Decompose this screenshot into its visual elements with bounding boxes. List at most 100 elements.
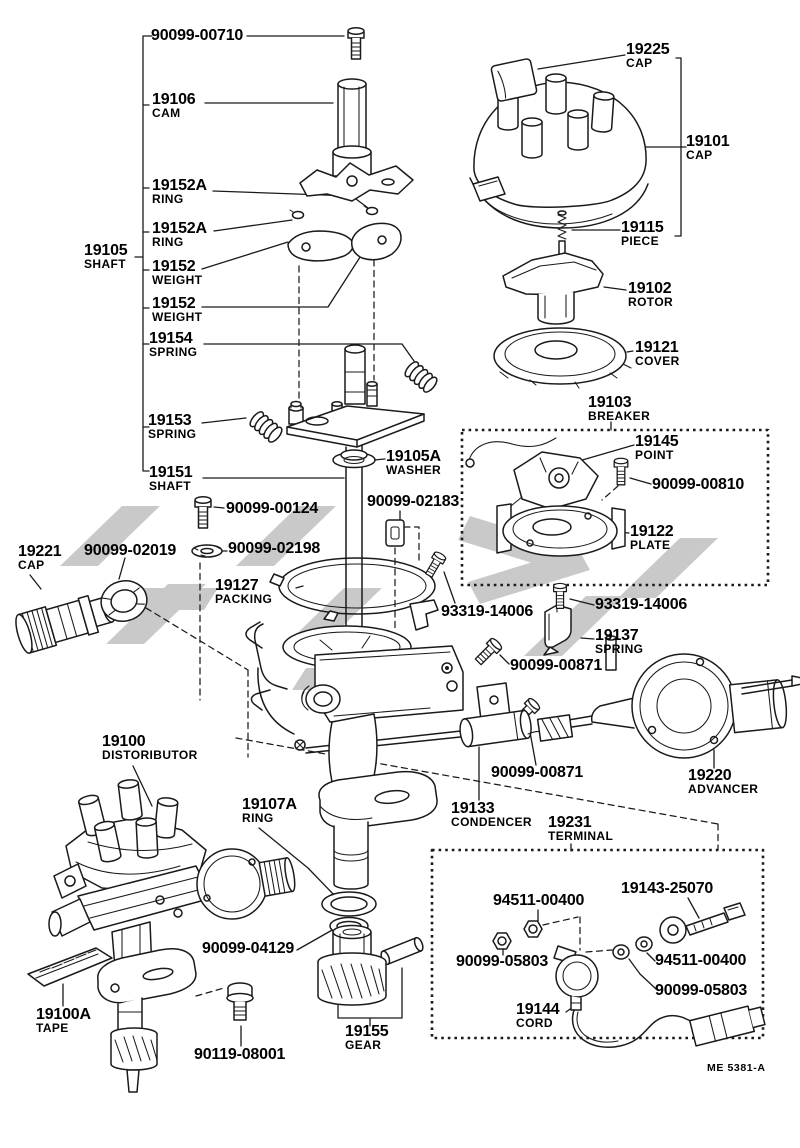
part-number: 19122 [630, 523, 674, 540]
part-name: PLATE [630, 538, 671, 552]
part-number: 94511-00400 [493, 892, 585, 909]
part-label-90099-00124: 90099-00124 [226, 500, 319, 517]
part-number: 90099-00810 [652, 476, 745, 493]
part-name: CAP [18, 558, 45, 572]
part-number: 19152A [152, 177, 207, 194]
part-number: 90099-00124 [226, 500, 319, 517]
vacuum-advancer-drawing [536, 635, 800, 759]
part-name: TERMINAL [548, 829, 614, 843]
part-name: ROTOR [628, 295, 674, 309]
part-number: 19155 [345, 1023, 389, 1040]
distributor-cap-drawing [469, 58, 649, 263]
part-name: WEIGHT [152, 310, 203, 324]
part-name: CORD [516, 1016, 553, 1030]
construction-lines [127, 259, 719, 953]
part-name: CAP [626, 56, 653, 70]
part-label-94511-00400-left: 94511-00400 [493, 892, 585, 909]
part-name: SPRING [148, 427, 197, 441]
part-name: SHAFT [84, 257, 126, 271]
ring-90099-02019-drawing [100, 580, 148, 622]
governor-weights-drawing [287, 222, 402, 262]
part-label-90099-00710: 90099-00710 [151, 27, 244, 44]
part-name: WASHER [386, 463, 442, 477]
part-name: CONDENCER [451, 815, 532, 829]
distributor-assembly-drawing [48, 778, 296, 1093]
part-number: 90099-05803 [456, 953, 549, 970]
part-number: 93319-14006 [441, 603, 534, 620]
part-number: 19103 [588, 394, 632, 411]
part-number: 19106 [152, 91, 196, 108]
dust-cover-drawing [493, 327, 632, 389]
drive-gear-drawing [317, 924, 424, 1006]
document-code: ME 5381-A [707, 1062, 766, 1074]
part-name: SPRING [595, 642, 644, 656]
part-name: WEIGHT [152, 273, 203, 287]
part-name: SHAFT [149, 479, 191, 493]
part-name: RING [152, 235, 184, 249]
part-number: 19231 [548, 814, 592, 831]
part-number: 19100A [36, 1006, 91, 1023]
part-number: 19225 [626, 41, 670, 58]
rotor-drawing [502, 252, 604, 325]
part-number: 19144 [516, 1001, 560, 1018]
packing-drawing [269, 557, 436, 622]
part-number: 90099-00871 [510, 657, 603, 674]
part-number: 93319-14006 [595, 596, 688, 613]
part-number: 19137 [595, 627, 639, 644]
part-label-90099-02198: 90099-02198 [228, 540, 321, 557]
part-number: 19100 [102, 733, 146, 750]
condenser-drawing [459, 682, 551, 748]
part-label-90099-04129: 90099-04129 [202, 941, 294, 957]
part-label-90099-05803-right: 90099-05803 [655, 983, 747, 999]
part-number: 90099-00710 [151, 27, 244, 44]
part-name: CAP [686, 148, 713, 162]
part-number: 19143-25070 [621, 880, 714, 897]
part-number: 19221 [18, 543, 62, 560]
part-label-19143-25070: 19143-25070 [621, 880, 714, 897]
terminal-kit-drawing [492, 902, 766, 1048]
part-name: DISTORIBUTOR [102, 748, 198, 762]
part-name: POINT [635, 448, 674, 462]
housing-drawing [245, 599, 471, 890]
part-number: 94511-00400 [655, 952, 747, 969]
part-number: 19115 [621, 219, 664, 236]
part-number: 19133 [451, 800, 495, 817]
part-number: 19220 [688, 767, 732, 784]
part-name: PACKING [215, 592, 273, 606]
part-label-90099-05803-left: 90099-05803 [456, 953, 549, 970]
bolt-90119-08001-drawing [226, 982, 254, 1021]
part-number: 19154 [149, 330, 193, 347]
part-number: 19121 [635, 339, 679, 356]
part-number: 19101 [686, 133, 730, 150]
part-name: CAM [152, 106, 181, 120]
governor-plate-drawing [286, 344, 425, 633]
part-number: 90099-02198 [228, 540, 321, 557]
part-name: SPRING [149, 345, 198, 359]
part-number: 90099-00871 [491, 764, 584, 781]
part-name: ADVANCER [688, 782, 759, 796]
part-label-90099-02019: 90099-02019 [84, 543, 176, 559]
cam-drawing [299, 78, 414, 202]
clamp-spring-drawing [422, 549, 572, 656]
